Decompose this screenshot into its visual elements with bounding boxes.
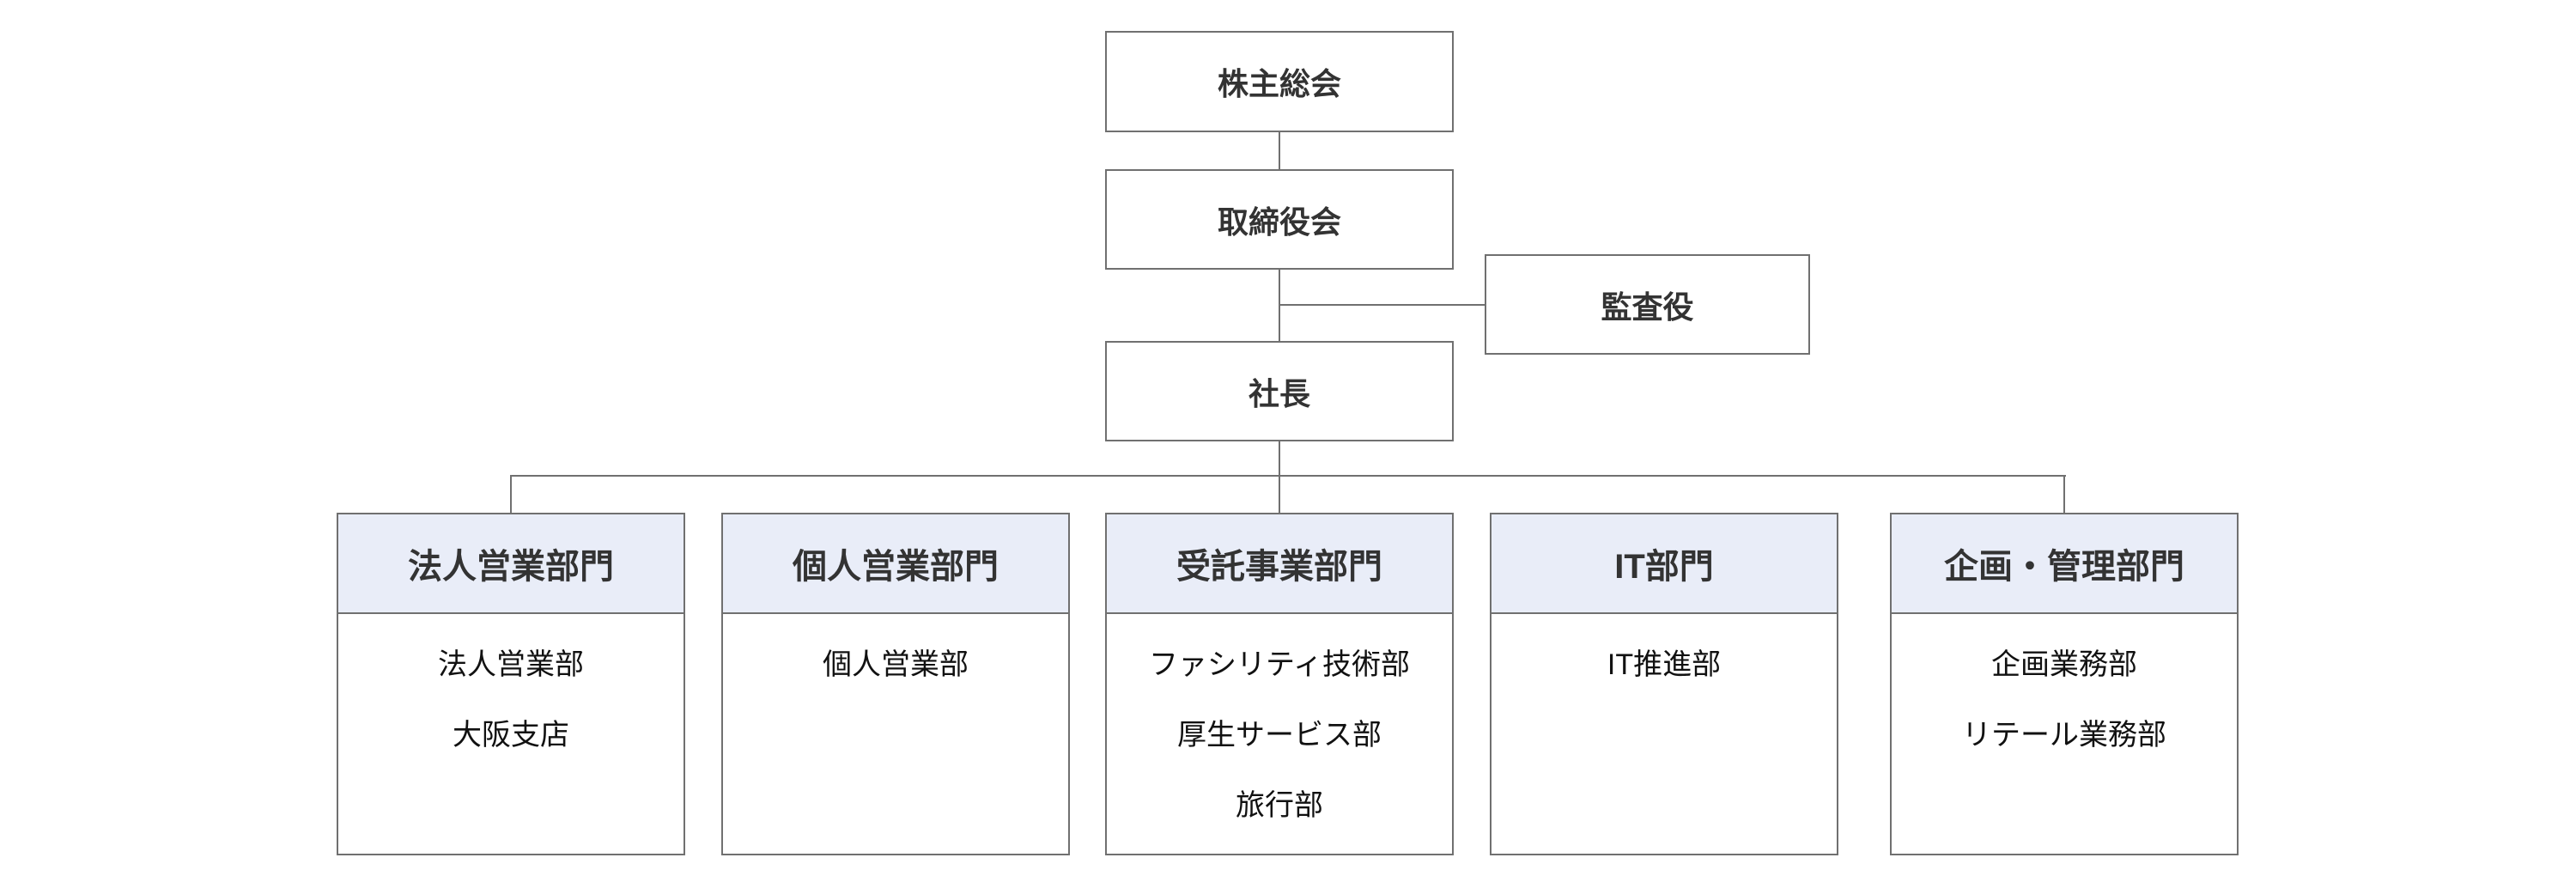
node-board-of-directors: 取締役会: [1105, 169, 1454, 270]
division-it-header: IT部門: [1492, 514, 1837, 614]
division-corporate-sales: 法人営業部門 法人営業部 大阪支店: [337, 513, 685, 855]
division-planning-admin-body: 企画業務部 リテール業務部: [1892, 614, 2237, 767]
division-individual-sales: 個人営業部門 個人営業部: [721, 513, 1070, 855]
node-auditor: 監査役: [1485, 254, 1810, 355]
division-corporate-sales-body: 法人営業部 大阪支店: [338, 614, 683, 767]
division-it-body: IT推進部: [1492, 614, 1837, 696]
department-item: 企画業務部: [1991, 648, 2137, 681]
division-contracted-business-body: ファシリティ技術部 厚生サービス部 旅行部: [1107, 614, 1452, 837]
department-item: 個人営業部: [823, 648, 969, 681]
division-planning-admin: 企画・管理部門 企画業務部 リテール業務部: [1890, 513, 2239, 855]
connector-board-auditor: [1279, 304, 1485, 306]
connector-elbow-left: [510, 475, 512, 514]
connector-shareholders-board: [1279, 131, 1280, 171]
connector-distribution-line: [510, 475, 2066, 477]
department-item: 厚生サービス部: [1177, 718, 1382, 751]
division-it: IT部門 IT推進部: [1490, 513, 1838, 855]
division-contracted-business-header: 受託事業部門: [1107, 514, 1452, 614]
department-item: 旅行部: [1236, 788, 1323, 822]
division-planning-admin-header: 企画・管理部門: [1892, 514, 2237, 614]
department-item: ファシリティ技術部: [1149, 648, 1410, 681]
department-item: リテール業務部: [1962, 718, 2166, 751]
department-item: 大阪支店: [453, 718, 569, 751]
division-individual-sales-body: 個人営業部: [723, 614, 1068, 696]
department-item: IT推進部: [1607, 648, 1722, 681]
division-individual-sales-header: 個人営業部門: [723, 514, 1068, 614]
connector-president-divisions: [1279, 440, 1280, 514]
division-contracted-business: 受託事業部門 ファシリティ技術部 厚生サービス部 旅行部: [1105, 513, 1454, 855]
division-corporate-sales-header: 法人営業部門: [338, 514, 683, 614]
department-item: 法人営業部: [438, 648, 584, 681]
connector-elbow-right: [2063, 475, 2065, 514]
node-shareholders-meeting: 株主総会: [1105, 31, 1454, 132]
node-president: 社長: [1105, 341, 1454, 441]
